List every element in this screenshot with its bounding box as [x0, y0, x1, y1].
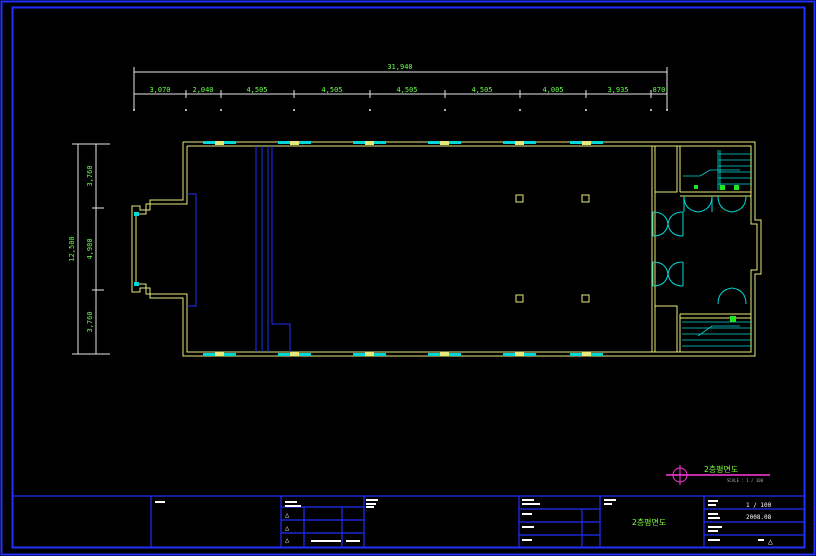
drawing-scale-label: SCALE : 1 / 100	[727, 478, 764, 483]
vdim-label-2: 4,980	[86, 238, 94, 259]
sheet-scale: 1 / 100	[746, 502, 772, 509]
sheet-rev-mark: △	[768, 537, 773, 546]
overall-width-label: 12,500	[68, 236, 76, 261]
sheet-date: 2008.08	[746, 514, 772, 521]
top-dimension-labels: 31,940 3,070 2,040 4,505 4,505 4,505 4,5…	[149, 63, 665, 94]
left-dimension-labels: 12,500 3,760 4,980 3,760	[68, 165, 94, 332]
revision-mark-1: △	[285, 511, 290, 519]
stair-markers	[694, 185, 739, 322]
dim-label-6: 4,505	[471, 86, 492, 94]
window-mullions	[215, 141, 591, 356]
vdim-label-3: 3,760	[86, 311, 94, 332]
dim-label-3: 4,505	[246, 86, 267, 94]
dim-label-1: 3,070	[149, 86, 170, 94]
drawing-title-mark: 2층평면도 SCALE : 1 / 100	[666, 464, 770, 485]
top-dimension-ticks	[133, 109, 668, 111]
dim-label-8: 3,935	[607, 86, 628, 94]
title-block-text: △ △ △ 2층평면도 1 / 100 2008.08 △	[285, 502, 773, 546]
drawing-title-label: 2층평면도	[704, 464, 738, 474]
revision-mark-2: △	[285, 524, 290, 532]
inner-frame	[11, 6, 806, 549]
doors	[652, 195, 747, 305]
dim-label-5: 4,505	[396, 86, 417, 94]
title-block	[12, 495, 805, 547]
stairs-upper	[683, 150, 752, 190]
dim-label-2: 2,040	[192, 86, 213, 94]
dim-label-7: 4,005	[542, 86, 563, 94]
sheet-title: 2층평면도	[632, 517, 666, 527]
dim-label-4: 4,505	[321, 86, 342, 94]
overall-length-label: 31,940	[387, 63, 412, 71]
interior-blue-lines	[187, 146, 291, 352]
dim-label-9: 870	[653, 86, 666, 94]
title-block-fill-marks	[155, 499, 764, 542]
windows	[134, 141, 603, 356]
top-dimensions	[133, 67, 668, 110]
revision-mark-3: △	[285, 536, 290, 544]
building-walls	[131, 141, 762, 357]
left-dimensions	[72, 143, 110, 355]
vdim-label-1: 3,760	[86, 165, 94, 186]
stairs-lower	[682, 321, 752, 347]
